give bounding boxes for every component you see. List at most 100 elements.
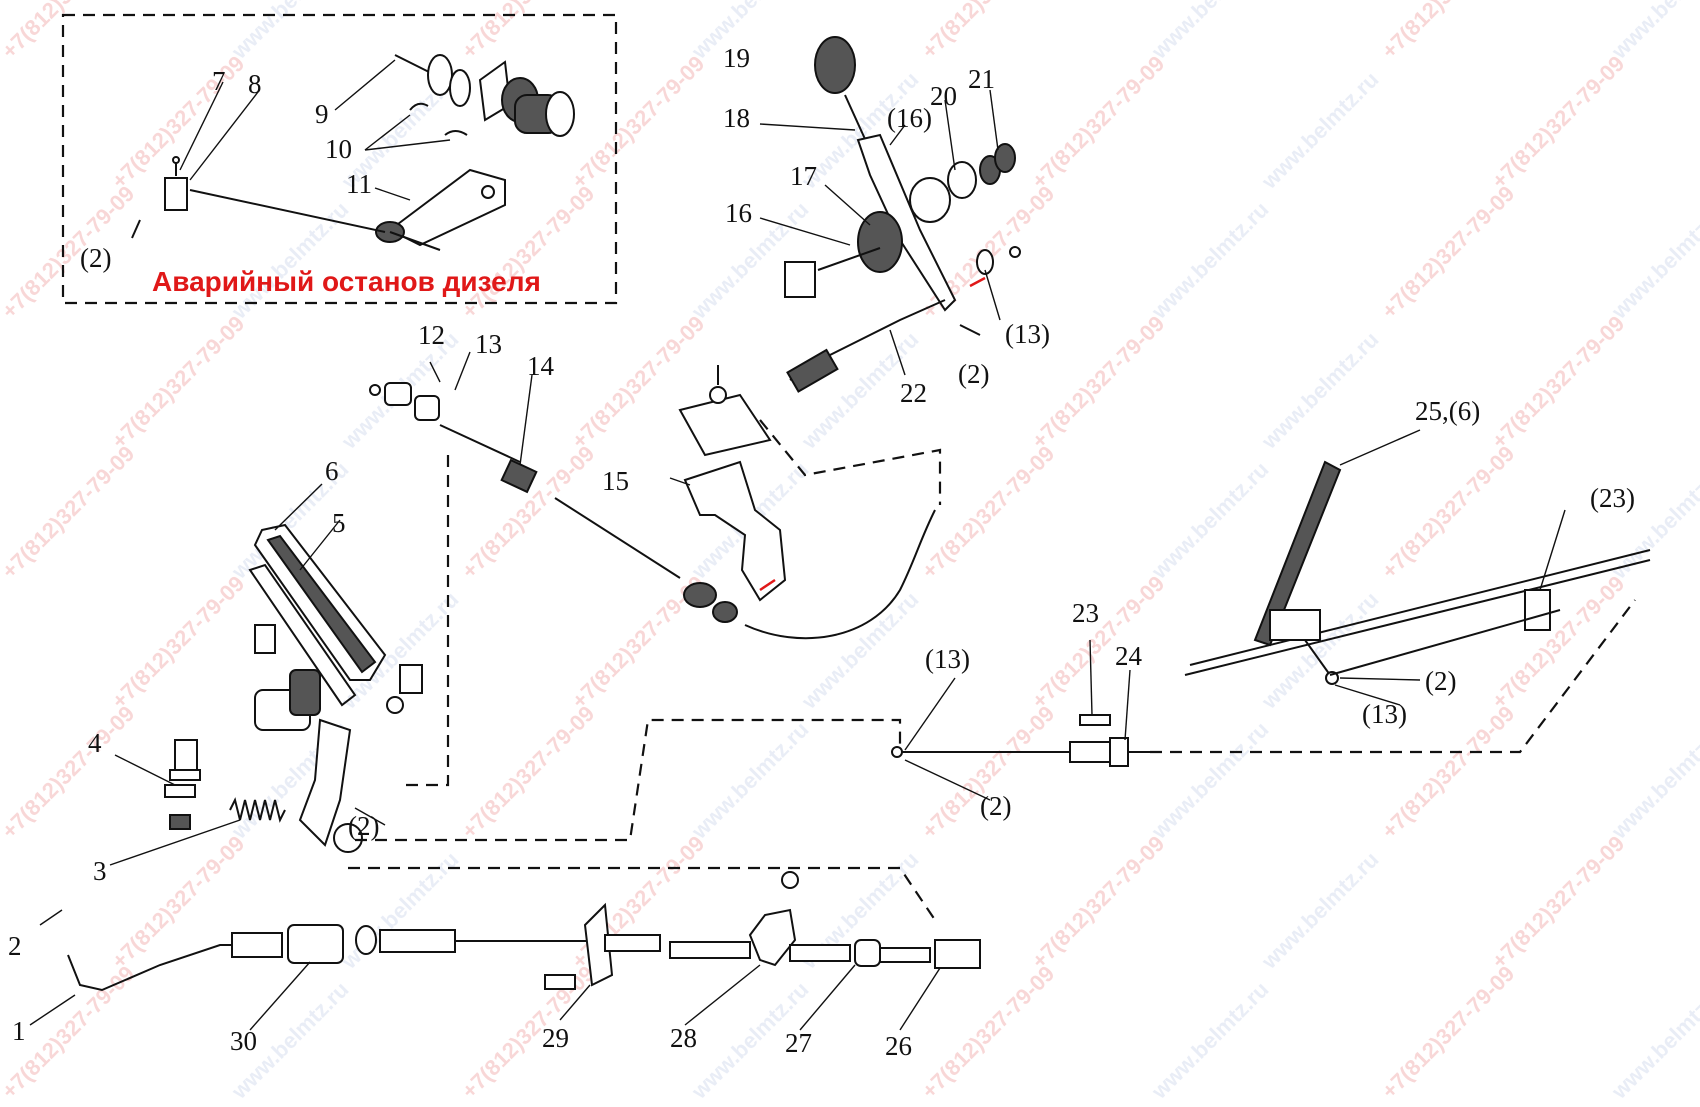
watermark-text: www.belmtz.ru: [226, 0, 354, 64]
watermark-text: www.belmtz.ru: [1606, 0, 1700, 64]
callout-20: 20: [930, 81, 957, 111]
callout-9: 9: [315, 99, 329, 129]
right-pedal-plate: [1253, 460, 1342, 647]
watermark-text: +7(812)327-79-09: [457, 701, 600, 844]
watermark-text: +7(812)327-79-09: [107, 51, 250, 194]
watermark-text: +7(812)327-79-09: [567, 311, 710, 454]
watermark-text: www.belmtz.ru: [686, 717, 814, 845]
watermark-text: +7(812)327-79-09: [1377, 181, 1520, 324]
rod-clamp: [164, 177, 188, 211]
callout-1: 1: [12, 1016, 26, 1046]
callout-13-top: (13): [1005, 319, 1050, 349]
callout-10: 10: [325, 134, 352, 164]
callout-16-paren: (16): [887, 103, 932, 133]
control-rod-assembly: [29, 871, 981, 1031]
callout-26: 26: [885, 1031, 912, 1061]
watermark-text: +7(812)327-79-09: [1377, 0, 1520, 64]
callout-2-inset: (2): [80, 243, 111, 273]
watermark-text: www.belmtz.ru: [1606, 197, 1700, 325]
watermark-text: www.belmtz.ru: [1606, 717, 1700, 845]
linkage-dashed-3: [348, 866, 936, 921]
watermark-text: www.belmtz.ru: [336, 847, 464, 975]
watermark-text: www.belmtz.ru: [1256, 847, 1384, 975]
right-pedal-assembly: [1184, 429, 1651, 706]
watermark-text: www.belmtz.ru: [1146, 977, 1274, 1105]
callout-29: 29: [542, 1023, 569, 1053]
callout-2-pedal: (2): [348, 811, 379, 841]
watermark-text: +7(812)327-79-09: [917, 0, 1060, 64]
watermark-text: +7(812)327-79-09: [457, 961, 600, 1104]
callout-labels: 7 8 9 10 11 (2) 19 18 (16) 20 21 17 16 (…: [8, 43, 1635, 1061]
watermark-text: +7(812)327-79-09: [1487, 571, 1630, 714]
callout-2-top: (2): [958, 359, 989, 389]
watermark-text: +7(812)327-79-09: [917, 441, 1060, 584]
callout-13: 13: [475, 329, 502, 359]
throttle-lever: [856, 133, 957, 312]
callout-8: 8: [248, 69, 262, 99]
callout-13-mid: (13): [925, 644, 970, 674]
watermark-text: www.belmtz.ru: [1146, 717, 1274, 845]
callout-27: 27: [785, 1028, 812, 1058]
friction-disc: [857, 211, 903, 273]
watermark-text: www.belmtz.ru: [1146, 197, 1274, 325]
linkage-dashed-5: [1150, 599, 1636, 754]
watermark-text: +7(812)327-79-09: [107, 311, 250, 454]
watermark-text: +7(812)327-79-09: [457, 0, 600, 64]
watermark-text: +7(812)327-79-09: [1027, 51, 1170, 194]
watermark-text: +7(812)327-79-09: [917, 701, 1060, 844]
watermark-text: +7(812)327-79-09: [0, 441, 139, 584]
bracket-plate: [784, 261, 816, 298]
hand-throttle-assembly: [759, 36, 1021, 393]
watermark-text: +7(812)327-79-09: [917, 961, 1060, 1104]
linkage-dashed-1: [405, 455, 450, 787]
watermark-text: www.belmtz.ru: [1606, 457, 1700, 585]
callout-22: 22: [900, 378, 927, 408]
pedal-arm: [298, 718, 352, 847]
linkage-dashed-2: [355, 718, 902, 842]
callout-2: 2: [8, 931, 22, 961]
callout-19: 19: [723, 43, 750, 73]
callout-24: 24: [1115, 641, 1143, 671]
callout-18: 18: [723, 103, 750, 133]
callout-21: 21: [968, 64, 995, 94]
watermark-text: +7(812)327-79-09: [107, 831, 250, 974]
accelerator-pedal: [109, 483, 423, 866]
callout-17: 17: [790, 161, 817, 191]
emergency-stop-inset: Аварийный останов дизеля: [61, 13, 618, 305]
watermark-text: +7(812)327-79-09: [1027, 831, 1170, 974]
callout-28: 28: [670, 1023, 697, 1053]
watermark-text: www.belmtz.ru: [1146, 0, 1274, 64]
watermark-text: www.belmtz.ru: [1256, 67, 1384, 195]
callout-30: 30: [230, 1026, 257, 1056]
emergency-stop-lever: [375, 168, 506, 251]
middle-cable: [891, 639, 1150, 801]
callout-6: 6: [325, 456, 339, 486]
callout-25-6: 25,(6): [1415, 396, 1480, 426]
emergency-stop-rod: [189, 189, 386, 233]
cable-bracket: [669, 365, 787, 602]
callout-23-paren: (23): [1590, 483, 1635, 513]
callout-11: 11: [346, 169, 372, 199]
callout-7: 7: [212, 66, 226, 96]
watermark-text: +7(812)327-79-09: [567, 51, 710, 194]
callout-13-right: (13): [1362, 699, 1407, 729]
watermark-text: www.belmtz.ru: [226, 197, 354, 325]
watermark-text: +7(812)327-79-09: [1487, 311, 1630, 454]
coupling-nut: [287, 924, 344, 964]
callout-16: 16: [725, 198, 752, 228]
callout-2-right: (2): [1425, 666, 1456, 696]
callout-4: 4: [88, 728, 102, 758]
callout-23: 23: [1072, 598, 1099, 628]
watermark-text: www.belmtz.ru: [796, 587, 924, 715]
watermark-text: +7(812)327-79-09: [1377, 441, 1520, 584]
watermark-text: +7(812)327-79-09: [1487, 831, 1630, 974]
pedal-cable: [369, 351, 936, 640]
watermark-text: www.belmtz.ru: [1146, 457, 1274, 585]
watermark-text: +7(812)327-79-09: [1377, 961, 1520, 1104]
callout-5: 5: [332, 508, 346, 538]
callout-12: 12: [418, 320, 445, 350]
callout-15: 15: [602, 466, 629, 496]
watermark-text: www.belmtz.ru: [1256, 327, 1384, 455]
watermark-text: www.belmtz.ru: [1606, 977, 1700, 1105]
watermark-text: +7(812)327-79-09: [0, 0, 139, 64]
